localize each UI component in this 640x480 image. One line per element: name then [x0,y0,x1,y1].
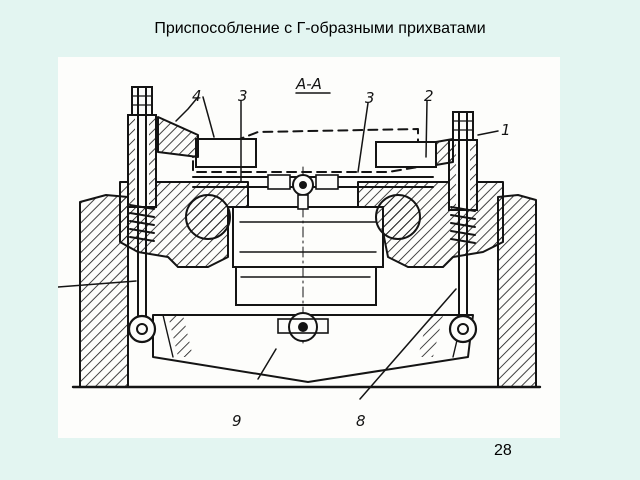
housing [71,194,542,389]
section-label: А-А [295,75,322,93]
center-block [232,206,384,268]
callout-9: 9 [232,412,242,430]
lever-9 [152,312,474,383]
right-rod-assembly [448,111,478,323]
left-clamp [195,138,257,168]
workpiece-outline [157,116,454,173]
callout-4: 4 [192,87,202,105]
right-clamp [375,141,437,168]
callout-1: 1 [501,121,511,139]
callout-2: 2 [424,87,434,105]
callout-8: 8 [356,412,366,430]
slide-title: Приспособление с Г-образными прихватами [154,20,486,37]
leader-lines [58,96,499,400]
housing-left-wall [80,195,128,387]
lower-block [235,266,377,306]
right-rod-nut [452,111,474,141]
technical-drawing: А-А 4 3 3 2 1 9 8 [58,57,560,438]
page-number: 28 [494,442,512,459]
right-spring [450,206,476,244]
callout-3-right: 3 [365,89,375,107]
left-roller [185,194,231,240]
central-table [192,166,434,348]
left-pivot [127,314,157,344]
left-rod-assembly [127,86,157,323]
housing-right-wall [498,195,536,387]
left-spring [129,204,155,242]
callout-3-left: 3 [238,87,248,105]
fixture-section-svg: А-А 4 3 3 2 1 9 8 [58,75,542,430]
right-pivot [448,314,478,344]
left-rod-nut [131,86,153,116]
right-roller [375,194,421,240]
